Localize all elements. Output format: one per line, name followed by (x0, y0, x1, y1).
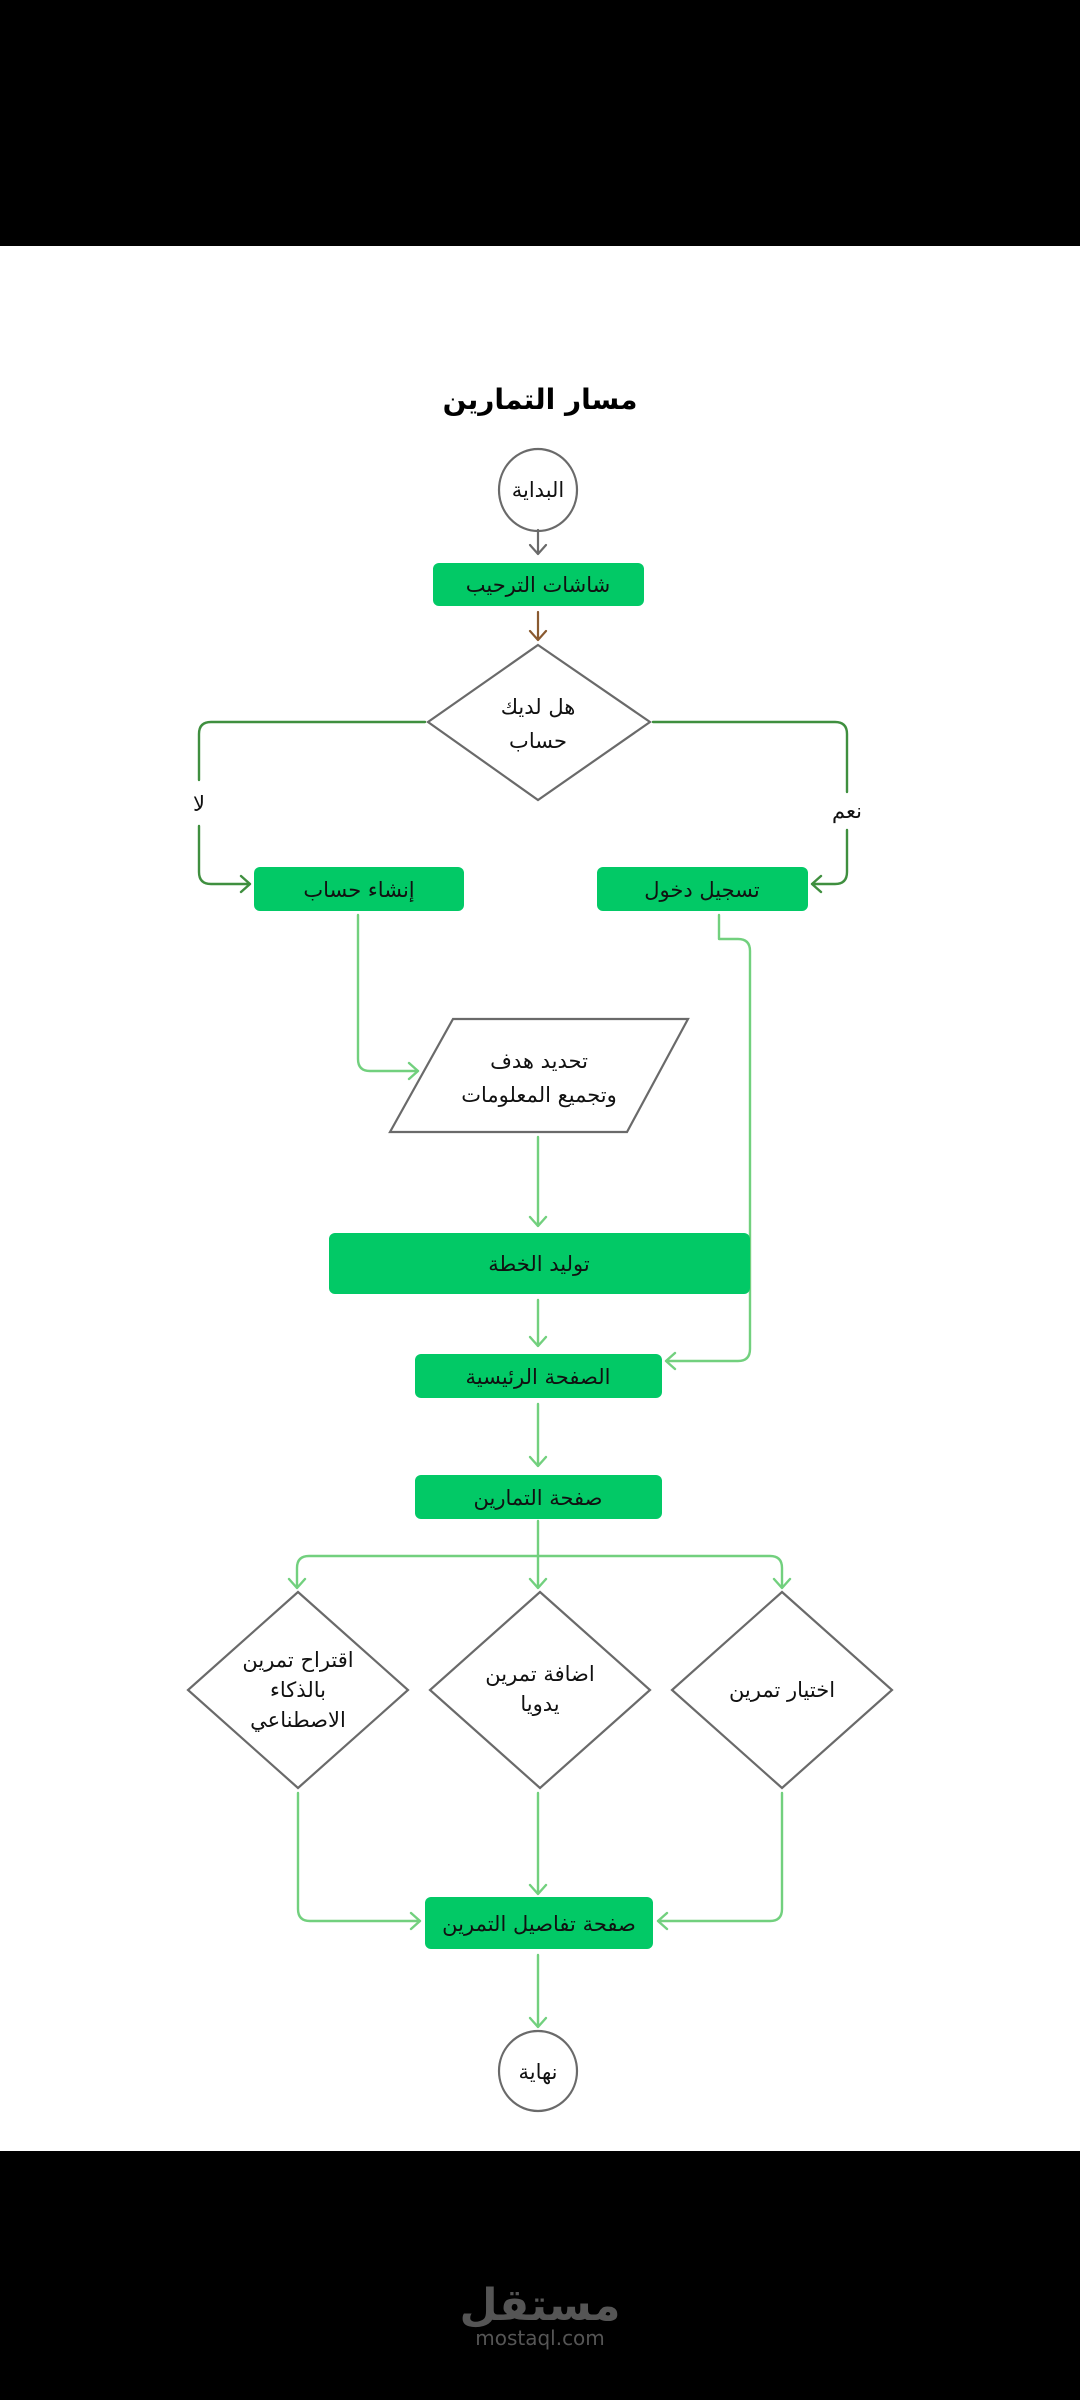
mostaql-logo: مستقل (460, 2280, 621, 2331)
arrow-login-home (664, 913, 752, 1371)
no-branch-line (197, 720, 427, 894)
manual-add-decision (428, 1590, 652, 1790)
manual-label-line2: يدويا (520, 1692, 559, 1716)
arrow-create-goal (356, 913, 420, 1081)
arrow-welcome-decision (528, 610, 548, 642)
mostaql-site: mostaql.com (475, 2326, 605, 2350)
goal-label-line1: تحديد هدف (490, 1049, 588, 1073)
ai-label-line1: اقتراح تمرين (242, 1648, 353, 1672)
generate-plan-box (329, 1233, 750, 1294)
create-account-box (254, 867, 464, 911)
choose-label: اختيار تمرين (729, 1678, 835, 1702)
goal-label-line2: وتجميع المعلومات (461, 1083, 617, 1107)
exercises-label: صفحة التمارين (473, 1486, 602, 1510)
no-label: لا (193, 792, 205, 816)
welcome-label: شاشات الترحيب (466, 573, 611, 597)
arrow-start-welcome (528, 528, 548, 556)
exercise-details-box (425, 1897, 653, 1949)
manual-label-line1: اضافة تمرين (485, 1662, 594, 1686)
goal-info-input (388, 1017, 690, 1134)
top-black-bar (0, 0, 1080, 246)
login-label: تسجيل دخول (644, 878, 760, 902)
ai-suggest-decision (186, 1590, 410, 1790)
start-label: البداية (512, 478, 565, 502)
arrow-plan-home (528, 1298, 548, 1348)
yes-branch-line (651, 720, 849, 894)
welcome-screens-box (433, 563, 644, 606)
decision-label-line1: هل لديك (501, 695, 576, 719)
branch-exercises-options (287, 1519, 792, 1590)
arrow-goal-plan (528, 1135, 548, 1228)
arrows-options-details (296, 1791, 784, 1931)
details-label: صفحة تفاصيل التمرين (442, 1912, 636, 1936)
exercises-page-box (415, 1475, 662, 1519)
end-label: نهاية (518, 2060, 557, 2084)
diagram-title: مسار التمارين (443, 383, 638, 416)
has-account-decision (426, 643, 652, 802)
decision-label-line2: حساب (509, 729, 567, 753)
choose-exercise-decision (670, 1590, 894, 1790)
arrow-details-end (528, 1953, 548, 2029)
bottom-black-bar (0, 2151, 1080, 2400)
ai-label-line3: الاصطناعي (250, 1708, 346, 1732)
home-page-box (415, 1354, 662, 1398)
generate-plan-label: توليد الخطة (488, 1252, 590, 1276)
create-account-label: إنشاء حساب (303, 878, 414, 903)
end-node (497, 2029, 579, 2113)
home-label: الصفحة الرئيسية (466, 1365, 611, 1389)
yes-label: نعم (832, 799, 862, 824)
ai-label-line2: بالذكاء (270, 1678, 326, 1702)
arrow-home-exercises (528, 1402, 548, 1468)
login-box (597, 867, 808, 911)
